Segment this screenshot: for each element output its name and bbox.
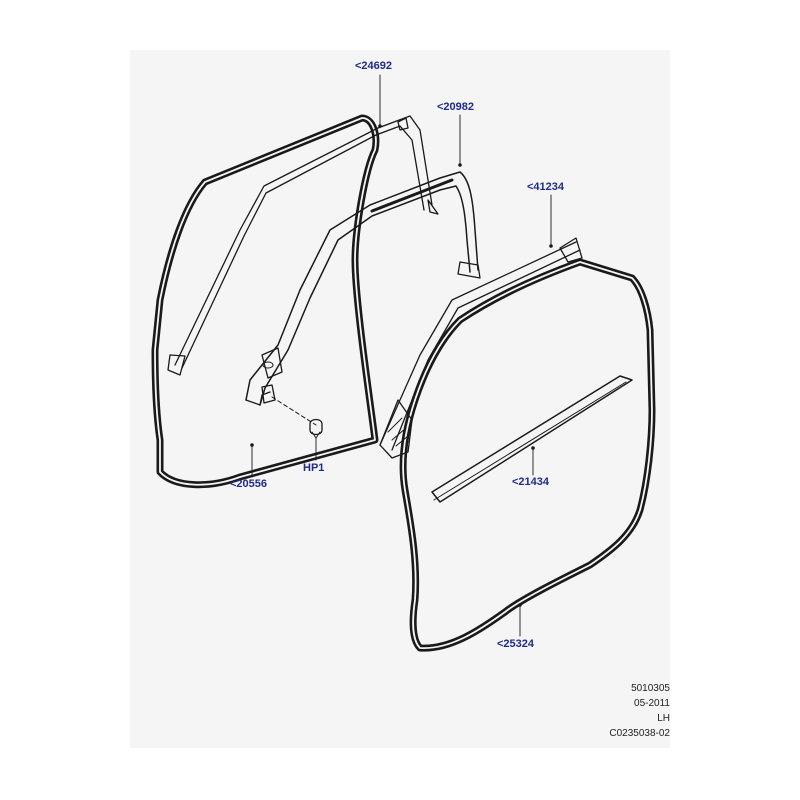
footer-date: 05-2011 <box>634 698 670 709</box>
callout-20556[interactable]: <20556 <box>230 478 268 490</box>
callout-21434[interactable]: <21434 <box>512 476 550 488</box>
callout-hp1[interactable]: HP1 <box>303 462 325 474</box>
callout-41234[interactable]: <41234 <box>527 181 565 193</box>
leader-lines <box>251 74 552 637</box>
hp1-clip <box>271 396 323 439</box>
rear-door-channel <box>379 237 583 459</box>
rear-door-seal <box>399 258 656 652</box>
footer-side: LH <box>657 713 670 724</box>
front-door-seal <box>151 114 380 489</box>
belt-weatherstrip <box>431 375 633 503</box>
footer-code: 5010305 <box>631 683 670 694</box>
callout-20982[interactable]: <20982 <box>437 101 475 113</box>
callout-25324[interactable]: <25324 <box>497 638 535 650</box>
callout-24692[interactable]: <24692 <box>355 60 393 72</box>
b-pillar-seal <box>245 171 481 406</box>
glass-run-channel <box>167 115 439 376</box>
footer-illustration-id: C0235038-02 <box>609 728 670 739</box>
